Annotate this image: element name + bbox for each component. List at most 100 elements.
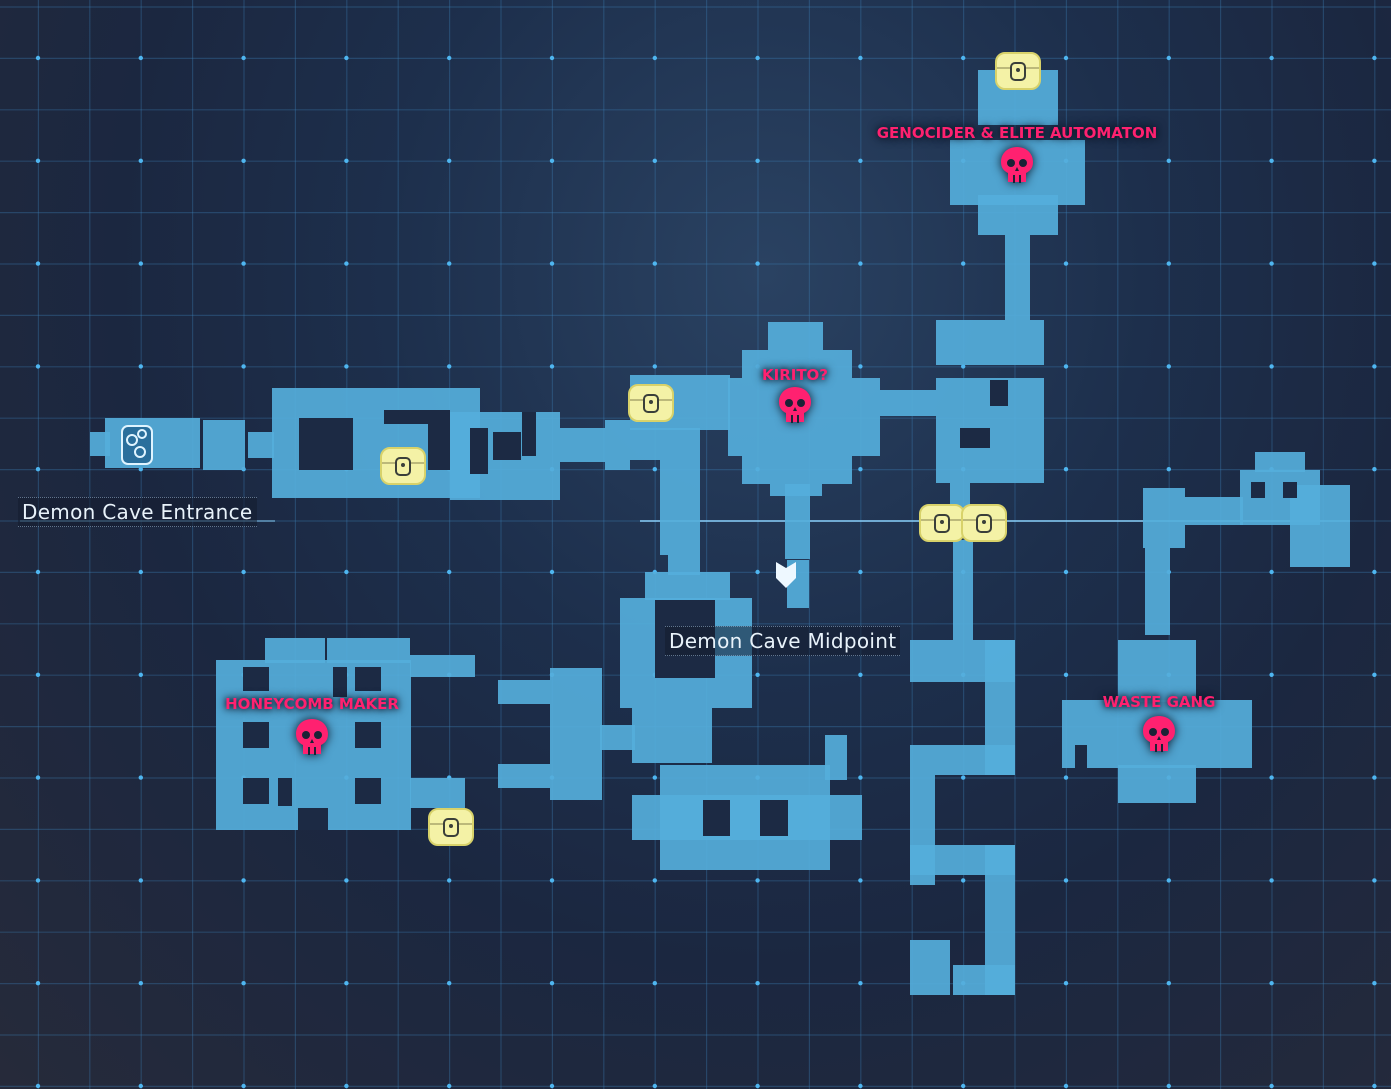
room-s-corridor — [910, 640, 1015, 995]
grid-node — [35, 261, 41, 266]
grid-node — [1063, 55, 1069, 61]
grid-node — [1372, 364, 1377, 369]
grid-node — [138, 569, 143, 575]
grid-node — [1269, 775, 1274, 780]
grid-node — [1063, 981, 1069, 986]
boss-label-waste-gang: WASTE GANG — [1102, 693, 1216, 711]
room-waste-gang — [1062, 452, 1350, 803]
treasure-chest-icon[interactable] — [961, 504, 1007, 542]
grid-node — [652, 981, 657, 986]
grid-node — [35, 1083, 41, 1089]
grid-node — [138, 775, 143, 780]
grid-node — [1063, 261, 1069, 266]
grid-node — [652, 1083, 657, 1089]
grid-node — [138, 981, 143, 986]
grid-node — [1166, 261, 1172, 266]
grid-node — [755, 261, 760, 266]
grid-node — [447, 569, 452, 575]
grid-node — [344, 981, 349, 986]
grid-node — [241, 569, 246, 575]
grid-node — [961, 364, 966, 369]
grid-node — [1372, 569, 1377, 575]
grid-node — [549, 261, 555, 266]
grid-node — [858, 364, 863, 369]
grid-node — [35, 467, 41, 472]
grid-node — [241, 878, 246, 883]
grid-node — [961, 55, 966, 61]
grid-node — [344, 158, 349, 163]
treasure-chest-icon[interactable] — [919, 504, 965, 542]
grid-node — [858, 158, 863, 163]
grid-node — [241, 261, 246, 266]
grid-node — [1269, 981, 1274, 986]
grid-node — [755, 981, 760, 986]
grid-node — [138, 878, 143, 883]
grid-node — [755, 878, 760, 883]
grid-node — [858, 981, 863, 986]
treasure-chest-icon[interactable] — [428, 808, 474, 846]
skull-icon[interactable] — [1142, 715, 1176, 753]
grid-node — [138, 158, 143, 163]
grid-node — [447, 1083, 452, 1089]
grid-node — [858, 569, 863, 575]
grid-node — [138, 672, 143, 677]
teleport-icon[interactable] — [120, 424, 156, 466]
grid-node — [652, 878, 657, 883]
grid-node — [858, 672, 863, 677]
grid-node — [1063, 878, 1069, 883]
grid-node — [961, 261, 966, 266]
grid-node — [344, 261, 349, 266]
grid-node — [447, 158, 452, 163]
grid-node — [241, 55, 246, 61]
grid-node — [549, 981, 555, 986]
grid-node — [1063, 364, 1069, 369]
grid-node — [961, 1083, 966, 1089]
grid-node — [1372, 261, 1377, 266]
treasure-chest-icon[interactable] — [995, 52, 1041, 90]
player-marker-icon — [776, 562, 796, 588]
grid-node — [652, 158, 657, 163]
grid-node — [1269, 1083, 1274, 1089]
grid-node — [447, 878, 452, 883]
grid-node — [241, 158, 246, 163]
grid-node — [755, 55, 760, 61]
grid-node — [755, 1083, 760, 1089]
grid-node — [138, 467, 143, 472]
grid-node — [858, 878, 863, 883]
grid-node — [652, 55, 657, 61]
grid-node — [447, 261, 452, 266]
grid-node — [549, 158, 555, 163]
treasure-chest-icon[interactable] — [628, 384, 674, 422]
grid-node — [35, 878, 41, 883]
grid-node — [1372, 672, 1377, 677]
grid-node — [1166, 1083, 1172, 1089]
grid-node — [549, 878, 555, 883]
treasure-chest-icon[interactable] — [380, 447, 426, 485]
grid-node — [344, 1083, 349, 1089]
grid-node — [344, 878, 349, 883]
area-label-midpoint: Demon Cave Midpoint — [665, 626, 901, 656]
area-label-entrance: Demon Cave Entrance — [18, 497, 257, 527]
grid-node — [138, 55, 143, 61]
grid-node — [241, 1083, 246, 1089]
grid-node — [858, 467, 863, 472]
skull-icon[interactable] — [778, 386, 812, 424]
grid-node — [344, 569, 349, 575]
honeycomb-cells — [243, 667, 381, 830]
grid-node — [1269, 261, 1274, 266]
grid-node — [549, 569, 555, 575]
grid-node — [1372, 981, 1377, 986]
grid-node — [1269, 158, 1274, 163]
grid-node — [1269, 878, 1274, 883]
grid-node — [138, 364, 143, 369]
grid-node — [858, 55, 863, 61]
skull-icon[interactable] — [295, 718, 329, 756]
grid-node — [1372, 878, 1377, 883]
grid-node — [1269, 364, 1274, 369]
grid-node — [344, 55, 349, 61]
grid-node — [1166, 55, 1172, 61]
grid-node — [1166, 981, 1172, 986]
grid-node — [1372, 158, 1377, 163]
skull-icon[interactable] — [1000, 146, 1034, 184]
